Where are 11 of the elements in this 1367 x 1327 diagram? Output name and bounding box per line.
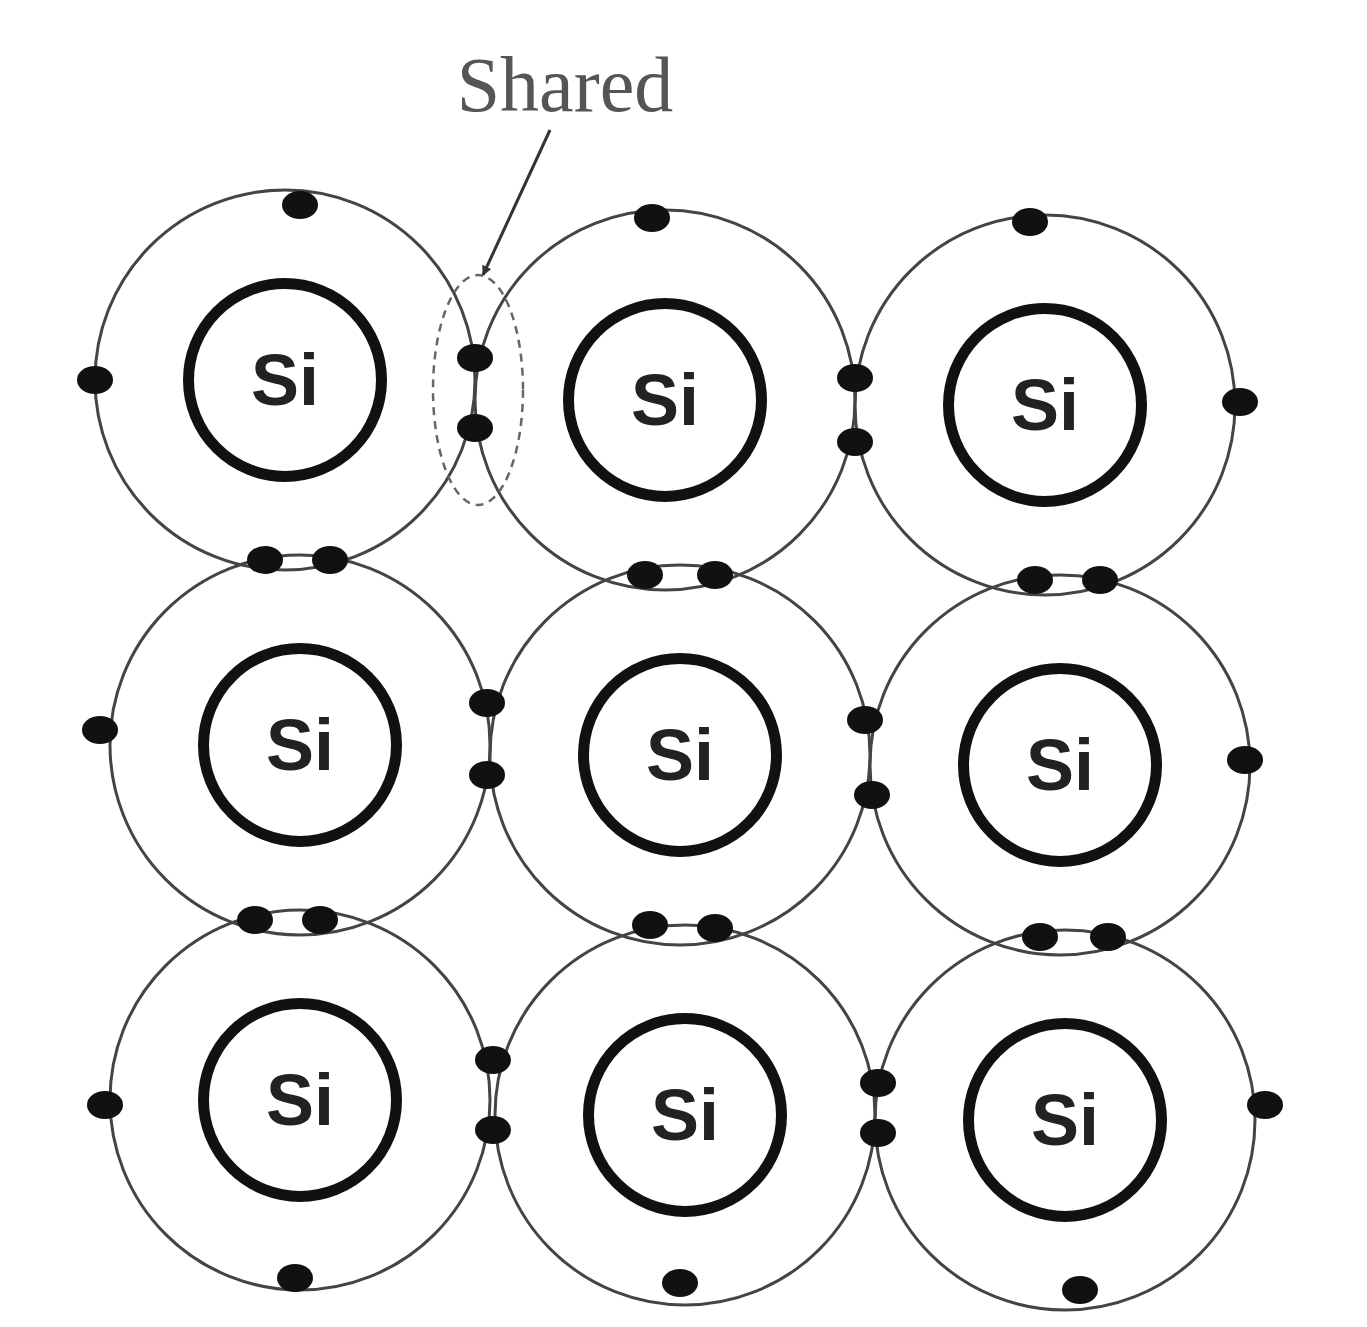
element-symbol: Si <box>1011 364 1079 446</box>
element-symbol: Si <box>266 704 334 786</box>
element-symbol: Si <box>646 714 714 796</box>
element-symbol: Si <box>651 1074 719 1156</box>
callout-label: Shared <box>456 41 674 128</box>
element-symbol: Si <box>266 1059 334 1141</box>
element-symbol: Si <box>251 339 319 421</box>
element-symbol: Si <box>631 359 699 441</box>
element-symbol: Si <box>1031 1079 1099 1161</box>
leader-arrow <box>481 129 552 276</box>
element-symbol: Si <box>1026 724 1094 806</box>
